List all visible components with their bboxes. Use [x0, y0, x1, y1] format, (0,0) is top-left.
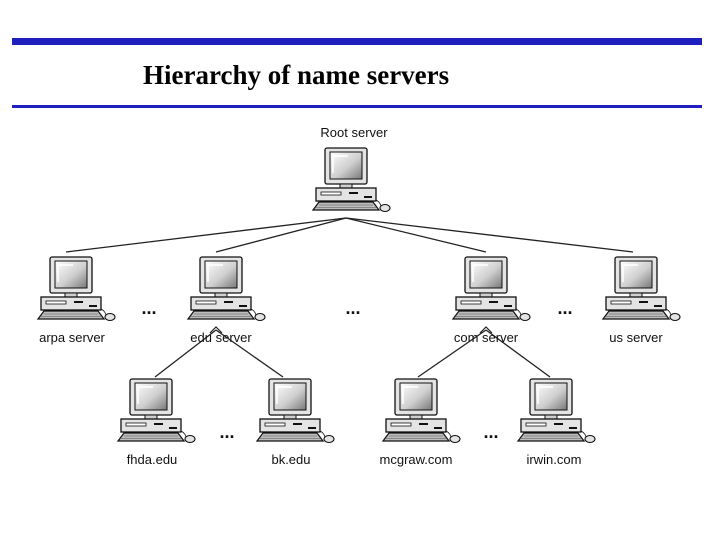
link-com-irwin: [485, 329, 551, 378]
link-edu-bk: [215, 329, 284, 378]
ellipsis-fhda-bk: ...: [219, 422, 234, 442]
page-title: Hierarchy of name servers: [143, 60, 450, 90]
edu-server-computer-icon: [187, 256, 266, 322]
fhda-edu-computer-icon: [117, 378, 196, 444]
link-com-mcgraw: [417, 329, 487, 378]
link-root-arpa: [65, 217, 347, 253]
link-root-edu: [215, 217, 347, 253]
ellipsis-arpa-edu: ...: [141, 298, 156, 318]
top-rule: [12, 38, 702, 45]
link-root-us: [345, 217, 634, 253]
root-server-label: Root server: [320, 125, 388, 140]
mcgraw-com-label: mcgraw.com: [380, 452, 453, 467]
link-root-com: [345, 217, 487, 253]
irwin-com-computer-icon: [517, 378, 596, 444]
arpa-server-computer-icon: [37, 256, 116, 322]
edu-branch-caret: [209, 326, 223, 334]
root-server-computer-icon: [312, 147, 391, 213]
mcgraw-com-computer-icon: [382, 378, 461, 444]
edu-server-label: edu server: [190, 330, 252, 345]
arpa-server-label: arpa server: [39, 330, 105, 345]
com-server-label: com server: [454, 330, 519, 345]
ellipsis-com-us: ...: [557, 298, 572, 318]
link-edu-fhda: [154, 329, 217, 378]
us-server-computer-icon: [602, 256, 681, 322]
com-server-computer-icon: [452, 256, 531, 322]
irwin-com-label: irwin.com: [527, 452, 582, 467]
ellipsis-edu-com: ...: [345, 298, 360, 318]
com-branch-caret: [479, 326, 493, 334]
bottom-rule: [12, 105, 702, 108]
fhda-edu-label: fhda.edu: [127, 452, 178, 467]
bk-edu-computer-icon: [256, 378, 335, 444]
us-server-label: us server: [609, 330, 663, 345]
bk-edu-label: bk.edu: [271, 452, 310, 467]
ellipsis-mcgraw-irwin: ...: [483, 422, 498, 442]
